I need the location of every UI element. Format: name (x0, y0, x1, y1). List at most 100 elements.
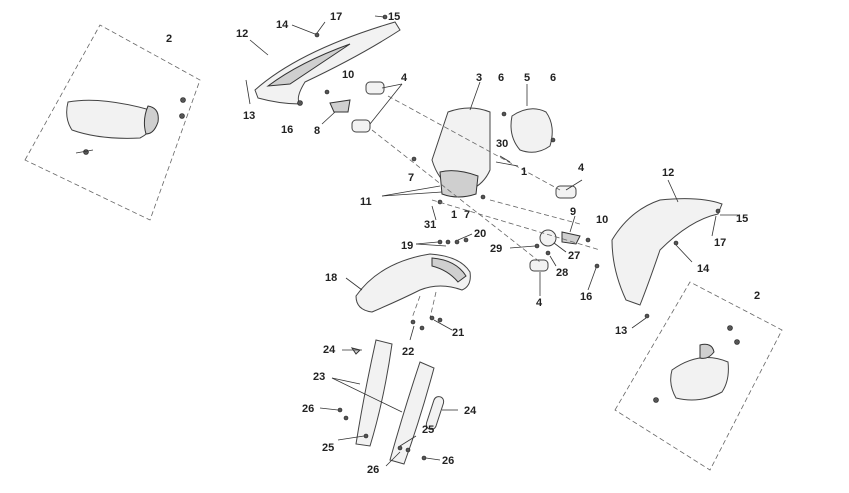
leader-line (381, 185, 441, 197)
headlight-mask-lower (439, 170, 479, 198)
callout-labels: 2 2 12 12 14 14 17 17 15 15 13 13 16 16 … (166, 11, 760, 476)
callout-7-left: 7 (408, 172, 414, 184)
screw-icon (421, 455, 427, 461)
leader-line (631, 317, 647, 329)
screw-icon (480, 194, 486, 200)
leader-line (553, 242, 567, 253)
turn-signals-group (321, 81, 591, 296)
headlight-fasteners (381, 155, 601, 251)
leader-line (291, 24, 316, 35)
screw-icon (405, 447, 411, 453)
handguard-right (670, 357, 729, 401)
turn-signal-lower-left (351, 119, 371, 133)
callout-9: 9 (570, 206, 576, 218)
screw-icon (297, 100, 303, 106)
callout-26-left: 26 (302, 403, 314, 415)
callout-14-right: 14 (697, 263, 710, 275)
callout-25-right: 25 (422, 424, 434, 436)
decal-24-left (350, 347, 361, 355)
fork-guard-left (355, 339, 393, 447)
decal-24-right (425, 396, 445, 430)
leader-line (457, 233, 473, 241)
callout-13-left: 13 (243, 110, 255, 122)
bolt-icon (734, 339, 740, 345)
bolt-icon (179, 113, 185, 119)
leader-line (331, 377, 361, 385)
callout-2-left: 2 (166, 33, 172, 45)
screw-icon (363, 433, 369, 439)
callout-4-right: 4 (578, 162, 585, 174)
leader-line (337, 435, 365, 441)
leader-line (374, 15, 385, 18)
handguard-left (66, 99, 159, 139)
headlight-group (431, 81, 556, 198)
callout-8: 8 (314, 125, 320, 137)
assembly-line (431, 199, 601, 251)
callout-20: 20 (474, 228, 486, 240)
screw-icon (445, 239, 451, 245)
callout-18: 18 (325, 272, 337, 284)
screw-icon (314, 32, 320, 38)
front-fender-group (345, 233, 473, 341)
fork-guard-right (389, 361, 435, 465)
assembly-line (429, 291, 437, 319)
leader-line (675, 244, 693, 263)
bolt-icon (727, 325, 733, 331)
handguard-left-frame (24, 24, 201, 221)
callout-7-bottom: 7 (464, 209, 470, 221)
screw-icon (429, 315, 435, 321)
callout-24-left: 24 (323, 344, 336, 356)
callout-4-top: 4 (401, 72, 408, 84)
leader-line (385, 451, 401, 467)
callout-25-left: 25 (322, 442, 334, 454)
callout-16-right: 16 (580, 291, 592, 303)
screw-icon (501, 111, 507, 117)
leader-line (415, 243, 447, 247)
callout-12-right: 12 (662, 167, 674, 179)
callout-1-right: 1 (521, 166, 527, 178)
callout-15-right: 15 (736, 213, 748, 225)
leader-line (319, 407, 339, 411)
side-panel-right-group (587, 179, 738, 329)
front-fender (355, 253, 471, 313)
callout-12-left: 12 (236, 28, 248, 40)
screw-icon (343, 415, 349, 421)
screw-icon (550, 137, 556, 143)
handguard-left-group (24, 24, 201, 221)
screw-icon (534, 243, 540, 249)
screw-icon (673, 240, 679, 246)
side-panel-left-group (245, 14, 401, 106)
callout-21: 21 (452, 327, 464, 339)
assembly-line (489, 199, 581, 225)
leader-line (345, 277, 363, 291)
leader-line (433, 319, 453, 331)
leader-line (331, 377, 403, 413)
leader-line (469, 81, 481, 111)
callout-31: 31 (424, 219, 436, 231)
callout-17-left: 17 (330, 11, 342, 23)
handguard-right-group (614, 281, 783, 471)
callout-4-bottom: 4 (536, 297, 543, 309)
callout-26-bottom: 26 (367, 464, 379, 476)
callout-24-right: 24 (464, 405, 477, 417)
turn-signal-lower-right (529, 259, 549, 272)
headlight-mask (431, 107, 491, 191)
callout-2-right: 2 (754, 290, 760, 302)
reflector-27 (539, 229, 557, 247)
front-fender-edge (431, 257, 467, 283)
callout-6-left: 6 (498, 72, 504, 84)
leader-line (399, 435, 417, 447)
turn-signal-mount-9 (561, 231, 581, 245)
bolt-icon (83, 149, 89, 155)
leader-line (549, 255, 557, 267)
callout-29: 29 (490, 243, 502, 255)
bolt-icon (180, 97, 186, 103)
callout-11: 11 (360, 196, 372, 208)
bolt-30 (499, 155, 511, 163)
callout-3: 3 (476, 72, 482, 84)
callout-30: 30 (496, 138, 508, 150)
screw-icon (437, 239, 443, 245)
assembly-line (371, 129, 541, 263)
screw-icon (437, 317, 443, 323)
